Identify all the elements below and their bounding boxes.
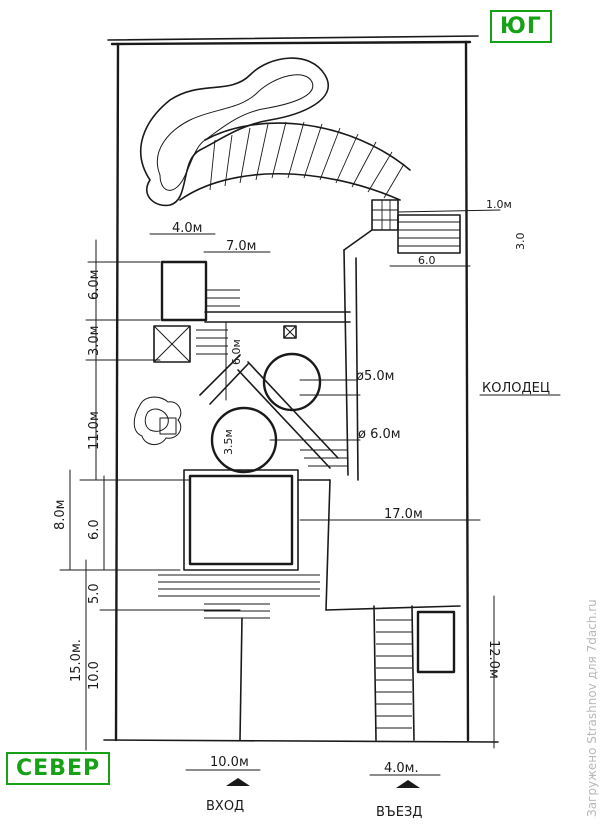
label-5m: ø5.0м xyxy=(356,369,394,384)
label-6m-center: 6.0м xyxy=(230,339,243,365)
circle-5m xyxy=(262,352,322,412)
cross-box-left xyxy=(153,325,191,363)
hatched-square-ne xyxy=(371,199,399,231)
label-6-left: 6.0 xyxy=(87,519,102,540)
label-10-left: 10.0 xyxy=(87,661,102,690)
label-7m: 7.0м xyxy=(226,239,256,254)
compass-south-label: ЮГ xyxy=(490,10,552,43)
watermark: Загружено Strashnov для 7dach.ru xyxy=(582,560,599,820)
diagonal-walk xyxy=(199,354,348,469)
label-12m-right: 12.0м xyxy=(486,640,501,679)
label-3-right: 3.0 xyxy=(514,233,527,251)
driveway-marker xyxy=(396,780,420,788)
label-15m-left: 15.0м. xyxy=(69,639,84,682)
label-well: КОЛОДЕЦ xyxy=(482,381,550,396)
watermark-text: Загружено Strashnov для 7dach.ru xyxy=(585,599,599,817)
east-platform xyxy=(397,214,461,254)
label-4m-bottom: 4.0м. xyxy=(384,761,419,776)
label-6m-left: 6.0м xyxy=(87,270,102,300)
label-17m: 17.0м xyxy=(384,507,423,522)
label-driveway: ВЪЕЗД xyxy=(376,805,422,820)
label-6m-right: ø 6.0м xyxy=(358,427,401,442)
terrace-steps xyxy=(158,574,461,741)
label-5-left: 5.0 xyxy=(87,583,102,604)
site-boundary xyxy=(103,35,499,743)
main-house xyxy=(183,469,331,611)
dimension-lines xyxy=(59,209,561,776)
label-4m-top: 4.0м xyxy=(172,221,202,236)
label-11m-left: 11.0м xyxy=(87,411,102,450)
shrub xyxy=(133,396,182,445)
garden-path xyxy=(204,229,373,481)
pond-outline xyxy=(140,57,329,207)
label-entrance: ВХОД xyxy=(206,799,244,814)
arc-deck xyxy=(179,121,411,201)
compass-north-label: СЕВЕР xyxy=(6,752,111,785)
label-10m-bottom: 10.0м xyxy=(210,755,249,770)
label-3-5m: 3.5м xyxy=(222,429,235,455)
label-1m: 1.0м xyxy=(486,198,512,211)
small-house xyxy=(160,260,208,322)
label-6-0-right: 6.0 xyxy=(418,254,436,267)
label-8m-left: 8.0м xyxy=(53,500,68,530)
stairs-upper xyxy=(196,289,240,355)
entrance-marker xyxy=(226,778,250,786)
label-3m-left: 3.0м xyxy=(87,326,102,356)
cross-box-small xyxy=(283,325,297,339)
driveway-ramp xyxy=(373,605,456,741)
